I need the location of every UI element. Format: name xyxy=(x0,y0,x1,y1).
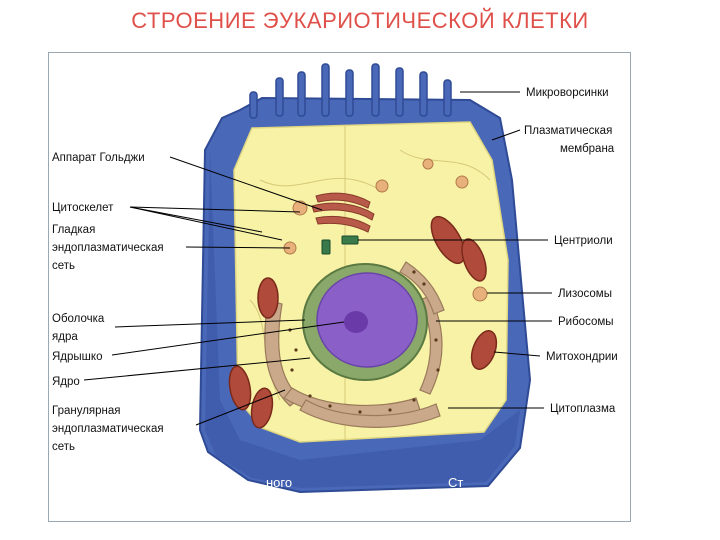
label-rough-er-2: эндоплазматическая xyxy=(52,423,164,435)
nucleolus xyxy=(344,311,368,333)
label-smooth-er-2: эндоплазматическая xyxy=(52,242,164,254)
caption-right: Ст xyxy=(448,475,463,490)
page-title: СТРОЕНИЕ ЭУКАРИОТИЧЕСКОЙ КЛЕТКИ xyxy=(131,8,589,33)
label-centrioles: Центриоли xyxy=(554,235,613,247)
ribosomes xyxy=(288,270,440,414)
label-cytoskeleton: Цитоскелет xyxy=(52,202,114,214)
label-nucleus: Ядро xyxy=(52,376,80,388)
label-rough-er-1: Гранулярная xyxy=(52,405,121,417)
label-nucleolus: Ядрышко xyxy=(52,351,102,363)
label-ribosomes: Рибосомы xyxy=(558,316,614,328)
label-nuclear-envelope-1: Оболочка xyxy=(52,313,105,325)
lysosomes xyxy=(283,158,488,302)
label-mitochondria: Митохондрии xyxy=(546,351,618,363)
mitochondria xyxy=(228,215,498,429)
label-microvilli: Микроворсинки xyxy=(526,87,609,99)
label-cytoplasm: Цитоплазма xyxy=(550,403,616,415)
microvilli xyxy=(249,63,452,119)
label-smooth-er-3: сеть xyxy=(52,260,75,272)
label-lysosomes: Лизосомы xyxy=(558,288,612,300)
leader-lines xyxy=(83,91,552,426)
label-golgi: Аппарат Гольджи xyxy=(52,152,145,164)
label-smooth-er-1: Гладкая xyxy=(52,224,95,236)
label-nuclear-envelope-2: ядра xyxy=(52,331,78,343)
label-plasma-membrane-2: мембрана xyxy=(560,143,615,155)
label-plasma-membrane-1: Плазматическая xyxy=(524,125,612,137)
golgi-apparatus xyxy=(311,192,375,233)
caption-left: ного xyxy=(266,475,292,490)
membrane-shadow xyxy=(205,150,520,488)
label-rough-er-3: сеть xyxy=(52,441,75,453)
